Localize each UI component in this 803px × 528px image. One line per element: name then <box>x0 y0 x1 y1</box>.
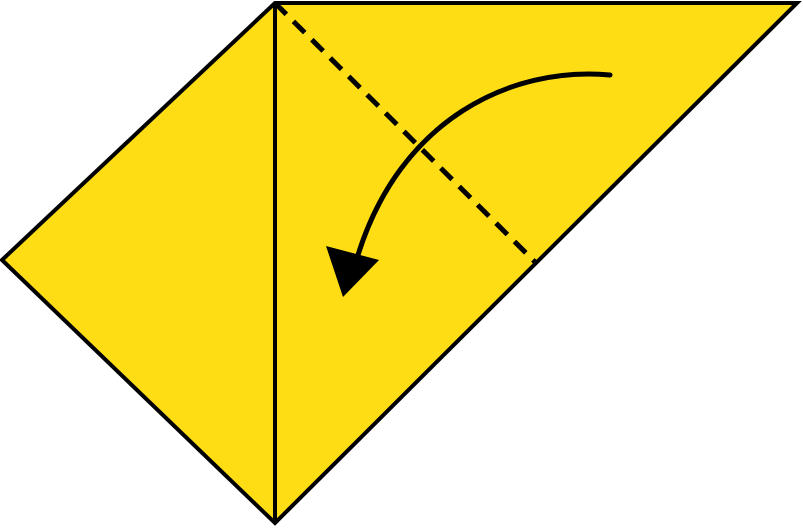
fold-arrow-curve <box>355 71 613 258</box>
dashed-fold-line <box>273 1 537 264</box>
fold-arrow-head-icon <box>326 246 379 297</box>
